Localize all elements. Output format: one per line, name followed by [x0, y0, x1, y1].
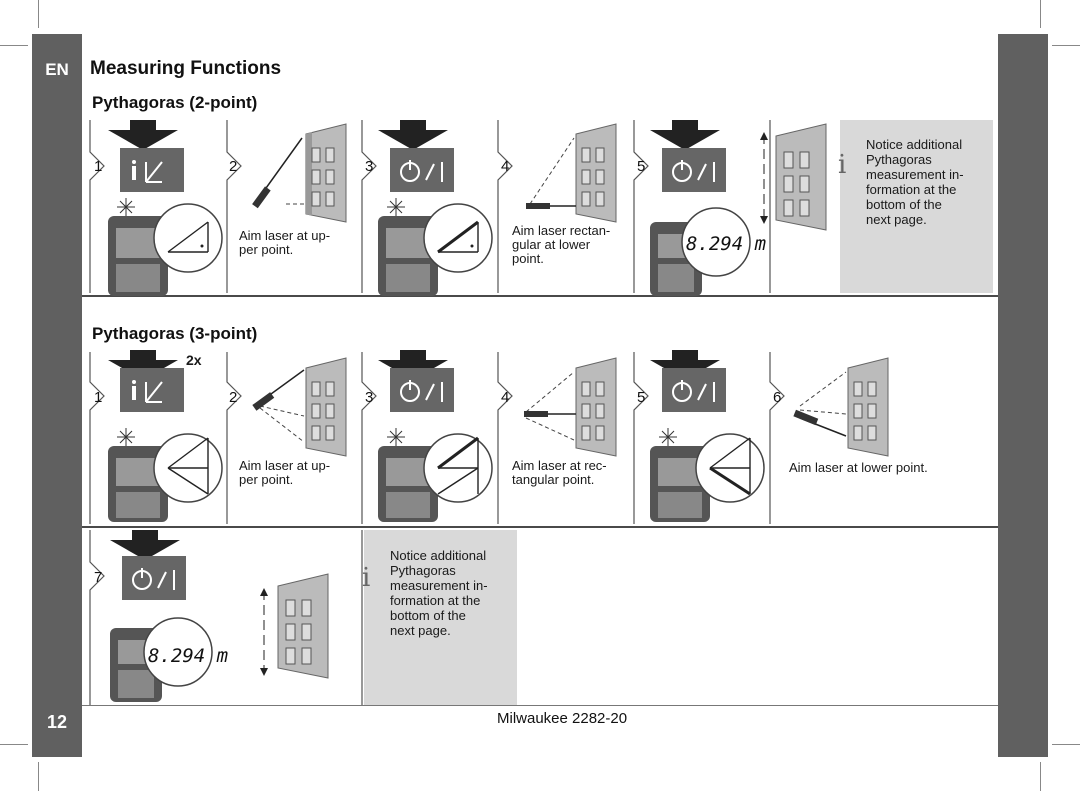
step-4-illustration — [524, 357, 617, 457]
notice-line: Pythagoras — [390, 563, 456, 578]
step-4-caption: Aim laser rectan- gular at lower point. — [512, 224, 610, 266]
caption-line: tangular point. — [512, 472, 595, 487]
step-5-illustration — [650, 350, 765, 522]
repeat-badge: 2x — [186, 352, 202, 368]
step-2-caption: Aim laser at up- per point. — [239, 229, 330, 257]
crop-mark — [1052, 744, 1080, 745]
step-1-illustration — [108, 120, 223, 296]
caption-line: per point. — [239, 472, 294, 487]
step-number: 6 — [773, 389, 782, 406]
caption-line: gular at lower — [512, 237, 591, 252]
step-number: 3 — [365, 158, 374, 175]
step-number: 5 — [637, 389, 646, 406]
notice-line: next page. — [390, 623, 451, 638]
distance-display: 8.294 m — [686, 233, 767, 255]
step-number: 7 — [94, 569, 103, 586]
info-icon: i — [362, 563, 371, 593]
step-2-illustration — [252, 357, 347, 457]
crop-mark — [0, 45, 28, 46]
distance-display: 8.294 m — [148, 645, 229, 667]
step-number: 1 — [94, 389, 103, 406]
step-2-caption: Aim laser at up- per point. — [239, 459, 330, 487]
section-divider — [82, 526, 998, 528]
step-number: 4 — [501, 389, 510, 406]
caption-line: Aim laser at up- — [239, 458, 331, 473]
notice-line: bottom of the — [390, 608, 466, 623]
notice-line: next page. — [866, 212, 927, 227]
section-title-2-point: Pythagoras (2-point) — [92, 93, 258, 112]
notice-line: Pythagoras — [866, 152, 932, 167]
footer-divider — [82, 705, 998, 706]
step-number: 5 — [637, 158, 646, 175]
notice-line: Notice additional — [390, 548, 487, 563]
step-1-illustration — [108, 350, 223, 522]
step-number: 4 — [501, 158, 510, 175]
step-4-caption: Aim laser at rec- tangular point. — [512, 459, 607, 487]
notice-box — [840, 120, 993, 293]
step-2-illustration — [252, 123, 347, 223]
section-title-3-point: Pythagoras (3-point) — [92, 324, 258, 343]
notice-line: formation at the — [866, 182, 957, 197]
crop-mark — [1040, 762, 1041, 791]
crop-mark — [38, 0, 39, 28]
caption-line: point. — [512, 251, 544, 266]
caption-line: Aim laser rectan- — [512, 223, 611, 238]
notice-text: Notice additional Pythagoras measurement… — [866, 137, 964, 227]
info-icon: i — [838, 150, 847, 180]
step-3-illustration — [378, 120, 493, 296]
section-divider — [82, 295, 998, 297]
step-5-illustration — [650, 120, 827, 296]
right-sidebar — [998, 34, 1048, 757]
notice-line: measurement in- — [390, 578, 488, 593]
step-number: 2 — [229, 389, 238, 406]
language-tag: EN — [45, 60, 69, 79]
page-number: 12 — [46, 712, 68, 732]
step-number: 3 — [365, 389, 374, 406]
step-6-illustration — [793, 357, 889, 457]
footer-model: Milwaukee 2282-20 — [497, 710, 628, 727]
crop-mark — [1052, 45, 1080, 46]
left-sidebar — [32, 34, 82, 757]
notice-line: bottom of the — [866, 197, 942, 212]
step-6-caption: Aim laser at lower point. — [789, 460, 928, 475]
step-number: 2 — [229, 158, 238, 175]
notice-line: formation at the — [390, 593, 481, 608]
crop-mark — [38, 762, 39, 791]
notice-line: measurement in- — [866, 167, 964, 182]
caption-line: Aim laser at rec- — [512, 458, 607, 473]
notice-text: Notice additional Pythagoras measurement… — [390, 548, 488, 638]
crop-mark — [1040, 0, 1041, 28]
caption-line: Aim laser at up- — [239, 228, 331, 243]
crop-mark — [0, 744, 28, 745]
caption-line: per point. — [239, 242, 294, 257]
page-title: Measuring Functions — [90, 58, 282, 79]
step-number: 1 — [94, 158, 103, 175]
notice-box — [364, 530, 517, 705]
step-7-illustration — [110, 530, 329, 702]
step-4-illustration — [526, 123, 617, 223]
step-3-illustration — [378, 350, 493, 522]
notice-line: Notice additional — [866, 137, 963, 152]
